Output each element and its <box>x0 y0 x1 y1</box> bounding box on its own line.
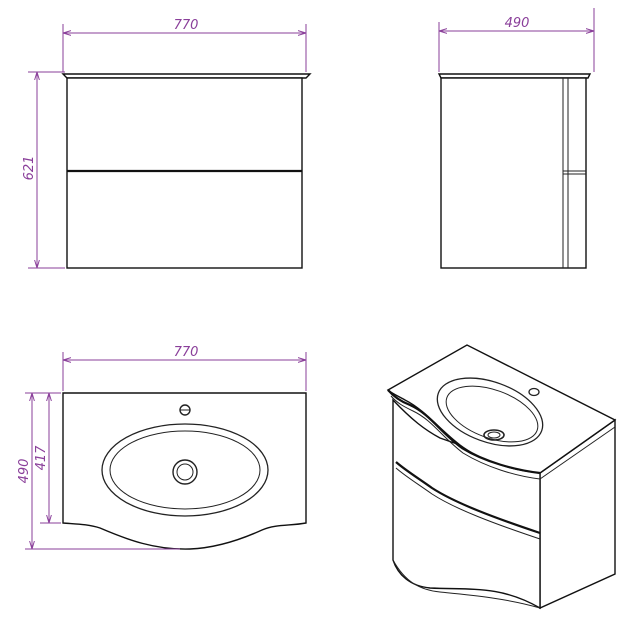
front-countertop <box>61 73 312 79</box>
iso-drawer-seam <box>395 461 541 535</box>
isometric-view <box>386 344 617 610</box>
side-depth-label: 490 <box>505 16 530 31</box>
iso-countertop-edge <box>387 389 541 475</box>
top-depth-label: 490 <box>17 459 32 484</box>
iso-tap-hole <box>528 387 540 397</box>
side-view: 490 <box>437 8 595 269</box>
top-bowl-depth-label: 417 <box>34 445 49 471</box>
iso-bottom-edge <box>392 559 541 609</box>
iso-drain-inner <box>487 431 501 439</box>
side-countertop <box>437 73 592 79</box>
iso-drawer-seam-lower <box>395 467 541 540</box>
top-drain-outer <box>172 459 198 485</box>
front-cabinet <box>66 77 303 269</box>
iso-basin-outer <box>436 377 544 447</box>
front-height-label: 621 <box>22 156 37 181</box>
iso-right-top-edge <box>539 426 616 480</box>
top-drain-inner <box>176 463 194 481</box>
top-basin-outer <box>101 423 269 517</box>
top-view: 770 490 417 <box>17 345 307 550</box>
side-cabinet <box>440 77 587 269</box>
front-view: 770 621 <box>22 18 312 269</box>
top-width-label: 770 <box>174 345 199 360</box>
front-width-label: 770 <box>174 18 199 33</box>
iso-countertop-edge-lower <box>390 395 541 480</box>
iso-drain <box>483 429 505 441</box>
iso-front-cabinet <box>392 398 541 610</box>
top-basin-inner <box>109 430 261 510</box>
top-countertop-outline <box>62 392 307 550</box>
